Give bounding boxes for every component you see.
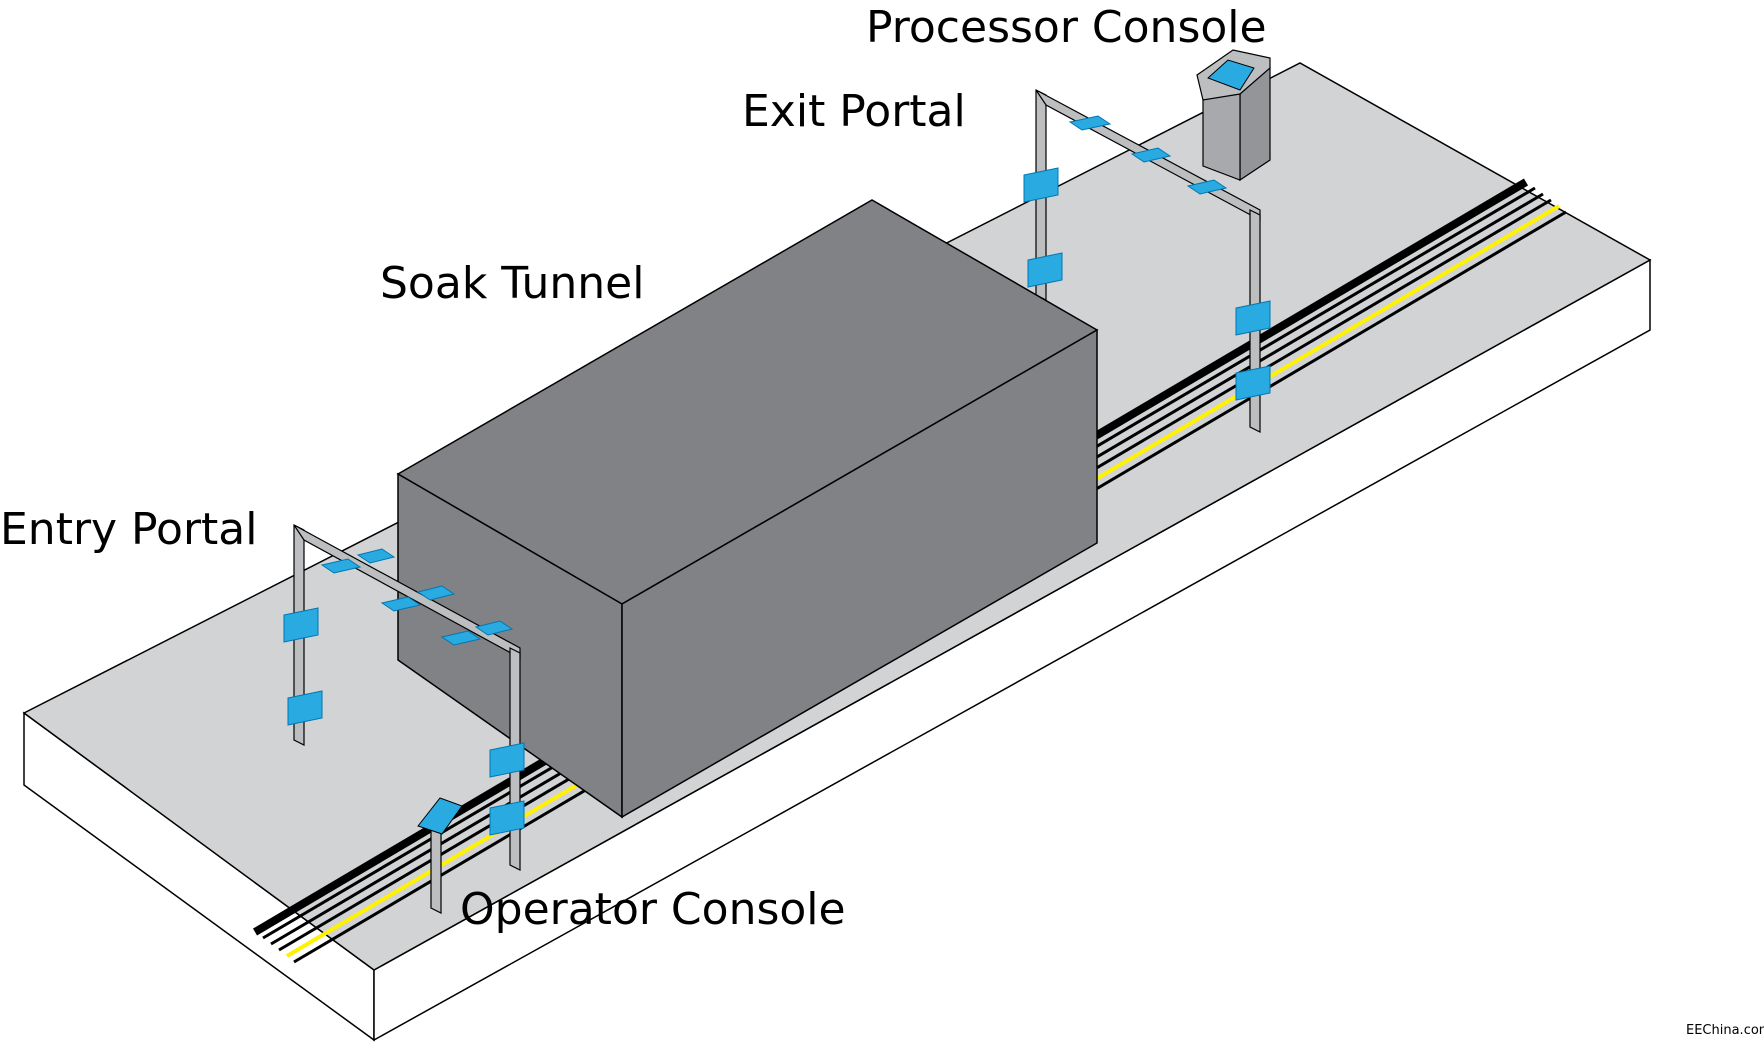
label-processor-console: Processor Console <box>866 2 1267 53</box>
soak-tunnel-right-face <box>621 328 1098 819</box>
label-soak-tunnel: Soak Tunnel <box>380 258 644 309</box>
rfid-antenna-icon <box>416 585 456 601</box>
label-entry-portal: Entry Portal <box>0 504 257 555</box>
terminal-stand-icon <box>417 797 463 835</box>
rfid-antenna-icon <box>489 800 525 836</box>
rfid-antenna-icon <box>1027 252 1063 288</box>
rfid-antenna-icon <box>1023 167 1059 203</box>
rfid-antenna-icon <box>440 630 482 646</box>
rfid-antenna-icon <box>1235 365 1271 401</box>
rfid-antenna-icon <box>1068 115 1112 131</box>
rfid-antenna-icon <box>474 620 514 636</box>
entry-portal <box>283 524 525 871</box>
label-exit-portal: Exit Portal <box>742 86 966 137</box>
rfid-antenna-icon <box>489 742 525 778</box>
rfid-antenna-icon <box>320 558 362 574</box>
processor-console <box>1196 49 1271 182</box>
processor-console-front <box>1202 87 1241 181</box>
watermark: EEChina.com <box>1686 1023 1764 1038</box>
rfid-antenna-icon <box>1130 147 1172 163</box>
rfid-antenna-icon <box>287 690 323 726</box>
kiosk-icon <box>1207 59 1255 91</box>
rfid-antenna-icon <box>380 596 422 612</box>
rfid-antenna-icon <box>283 607 319 643</box>
operator-console-post <box>430 823 442 914</box>
rfid-antenna-icon <box>356 548 396 564</box>
label-operator-console: Operator Console <box>460 884 846 935</box>
operator-console <box>417 797 463 914</box>
exit-portal <box>1023 89 1271 433</box>
rfid-antenna-icon <box>1235 300 1271 336</box>
rfid-antenna-icon <box>1186 179 1228 195</box>
